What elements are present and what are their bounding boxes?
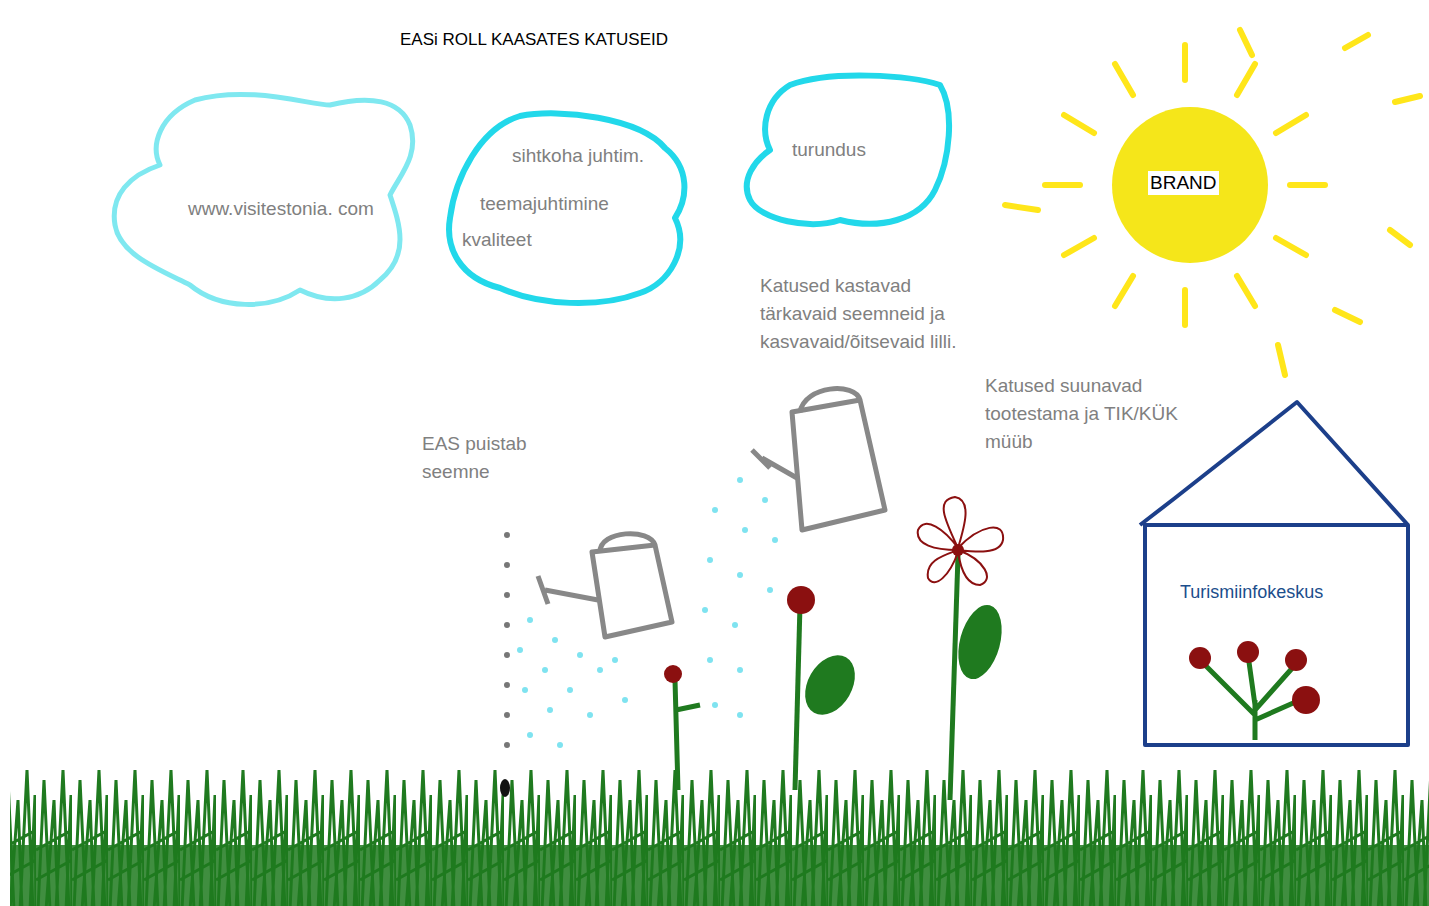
- house-shape-outline: [1135, 400, 1410, 748]
- house-shape: Turismiinfokeskus: [1135, 400, 1410, 748]
- node-text: teemajuhtimine: [480, 190, 670, 218]
- cloud-bubble: www.visitestonia. com: [100, 85, 430, 315]
- cloud-bubble: turundus: [740, 70, 955, 240]
- node-text: Turismiinfokeskus: [1180, 578, 1400, 606]
- node-text: www.visitestonia. com: [188, 195, 378, 223]
- diagram-title: EASi ROLL KAASATES KATUSEID: [400, 30, 668, 50]
- node-text: turundus: [792, 136, 932, 164]
- sun-circle: BRAND: [1112, 107, 1268, 263]
- note-label: Katused kastavad tärkavaid seemneid ja k…: [760, 272, 975, 356]
- flowers: [664, 497, 1320, 800]
- watering-can: [538, 389, 885, 637]
- seed-dots: [500, 532, 510, 797]
- node-text: kvaliteet: [462, 226, 612, 254]
- sun-rays: [1005, 30, 1420, 375]
- grass: [10, 770, 1429, 906]
- water-drops: [517, 477, 778, 748]
- cloud-bubble: sihtkoha juhtim. teemajuhtimine kvaliteet: [440, 108, 695, 308]
- node-text: BRAND: [1148, 171, 1219, 195]
- note-label: Katused suunavad tootestama ja TIK/KÜK m…: [985, 372, 1180, 456]
- node-text: sihtkoha juhtim.: [512, 142, 692, 170]
- note-label: EAS puistab seemne: [422, 430, 557, 486]
